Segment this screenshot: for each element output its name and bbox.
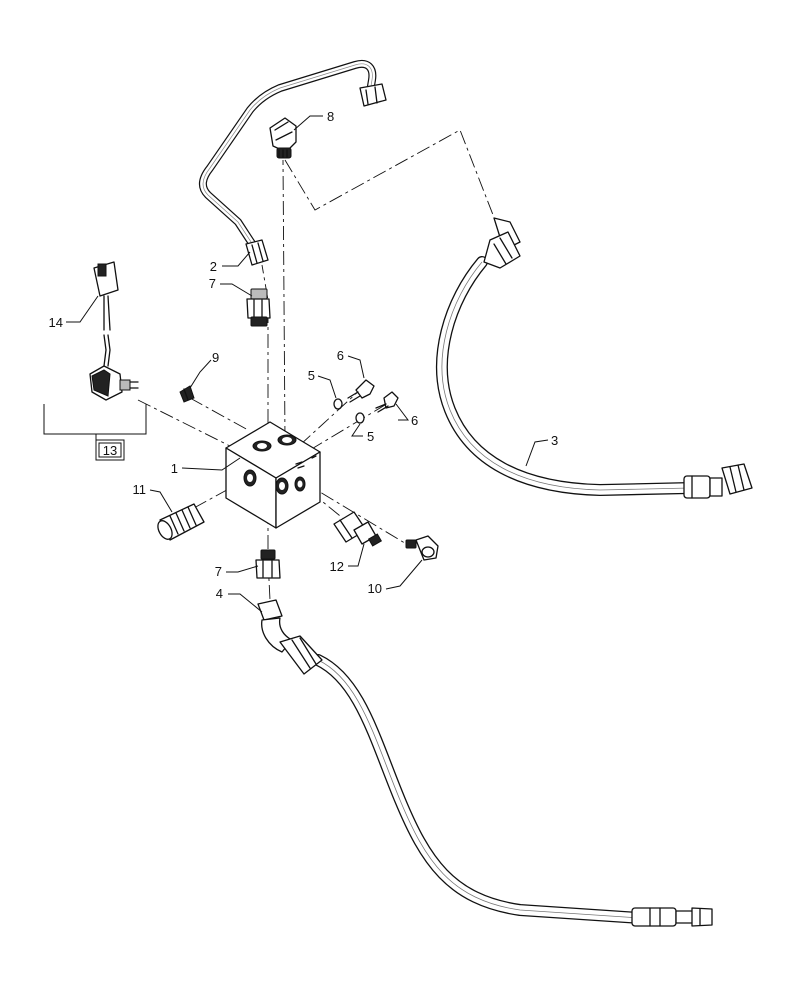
manifold-block-1 (225, 421, 321, 529)
callout-5-right: 5 (367, 429, 374, 444)
leader-12 (348, 543, 365, 567)
callout-7-top: 7 (209, 276, 216, 291)
callout-6-right: 6 (411, 413, 418, 428)
tube-assembly-2 (199, 59, 387, 266)
callout-9: 9 (212, 350, 219, 365)
callout-10: 10 (368, 581, 382, 596)
pressure-sensor-13 (89, 334, 139, 401)
leader-1 (181, 457, 241, 471)
tube-top-nut (359, 83, 387, 107)
callout-7-bottom: 7 (215, 564, 222, 579)
callout-6-left: 6 (337, 348, 344, 363)
callout-14: 14 (49, 315, 63, 330)
washer-5-right (355, 412, 365, 424)
callout-labels: 1 2 3 4 5 5 6 6 7 7 8 9 10 11 12 13 14 (49, 109, 559, 601)
callout-4: 4 (216, 586, 223, 601)
centerline-hose3 (284, 129, 496, 221)
leader-lines (66, 115, 549, 613)
leader-2 (222, 251, 251, 267)
leader-11 (149, 489, 173, 513)
callout-5-left: 5 (308, 368, 315, 383)
callout-13: 13 (103, 443, 117, 458)
callout-13-bracket (43, 404, 147, 461)
screw-6-right (375, 391, 399, 413)
elbow-fitting-8 (269, 117, 297, 159)
centerline-screw6b (309, 404, 386, 451)
callout-2: 2 (210, 259, 217, 274)
centerline-plug9 (189, 397, 249, 431)
screw-6-left (347, 379, 375, 403)
callout-1: 1 (171, 461, 178, 476)
leader-5b (351, 423, 363, 437)
leader-8 (293, 115, 323, 131)
valve-12 (333, 511, 383, 547)
callout-11: 11 (133, 482, 147, 497)
leader-7a (220, 283, 253, 297)
elbow-10 (405, 535, 439, 561)
leader-10 (385, 559, 423, 590)
plug-9 (179, 385, 195, 403)
leader-5a (317, 375, 337, 399)
leader-7b (226, 565, 259, 573)
adapter-fitting-7-bottom (255, 549, 281, 579)
adapter-fitting-7-top (246, 288, 271, 327)
hose-assembly-3 (436, 217, 753, 499)
plug-11 (157, 503, 205, 541)
leader-14 (66, 295, 99, 323)
connector-14 (93, 261, 119, 331)
washer-5-left (333, 398, 343, 410)
leader-3 (525, 439, 549, 467)
callout-12: 12 (330, 559, 344, 574)
centerline-screw6a (299, 389, 361, 446)
hose-assembly-4 (257, 599, 713, 927)
callout-8: 8 (327, 109, 334, 124)
leader-9 (189, 359, 212, 389)
leader-6a (347, 355, 365, 379)
callout-3: 3 (551, 433, 558, 448)
leader-4 (228, 593, 263, 613)
centerline-port-right (282, 159, 286, 441)
leader-6b (395, 403, 409, 421)
